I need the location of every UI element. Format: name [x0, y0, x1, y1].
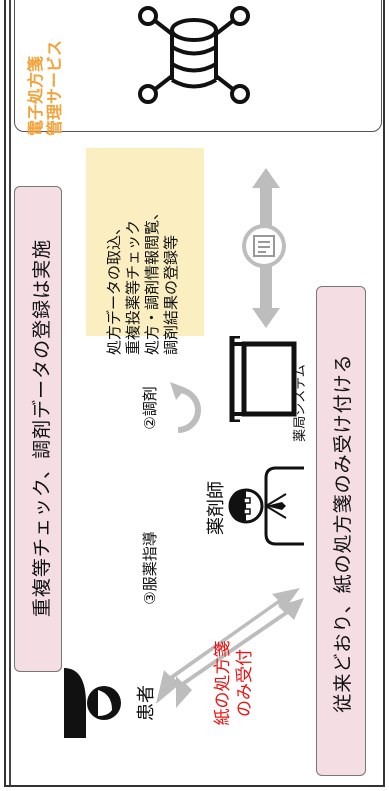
database-network-icon [138, 6, 250, 104]
sync-arrow-icon [242, 168, 286, 328]
outer-frame [4, 0, 385, 787]
note-box [86, 148, 204, 336]
pharmacist-icon [228, 466, 304, 546]
dispensing-arrow-icon [170, 382, 201, 433]
note-line1: 処方データの取込、 [105, 219, 123, 355]
note-text: 処方データの取込、 重複投薬等チェック 処方・調剤情報閲覧、 調剤結果の登録等 [105, 169, 185, 355]
note-line3: 処方・調剤情報閲覧、 [143, 204, 161, 355]
service-title-line1: 電子処方箋 [26, 55, 45, 136]
paper-only-label: 紙の処方箋 のみ受付 [212, 628, 258, 738]
paper-only-line1: 紙の処方箋 [213, 640, 233, 726]
laptop-icon [229, 336, 297, 422]
top-banner-text: 重複等チェック、調剤データの登録は実施 [31, 238, 53, 618]
paper-only-line2: のみ受付 [235, 649, 255, 717]
top-banner-box [14, 186, 62, 672]
patient-icon [64, 668, 121, 738]
note-line4: 調剤結果の登録等 [162, 234, 180, 355]
service-title: 電子処方箋 管理サービス [26, 12, 70, 136]
patient-label: 患者 [136, 685, 157, 721]
left-border-line [9, 0, 11, 785]
exchange-arrows-icon [156, 588, 304, 708]
pharmacy-system-label: 薬局システム [293, 364, 308, 442]
note-line2: 重複投薬等チェック [124, 219, 142, 355]
bottom-banner-text: 従来どおり、紙の処方箋のみ受け付ける [332, 353, 354, 713]
dispensing-label: ②調剤 [141, 386, 159, 430]
service-title-line2: 管理サービス [45, 39, 64, 136]
pharmacist-label: 薬剤師 [206, 481, 227, 535]
bottom-banner-box [316, 286, 366, 776]
